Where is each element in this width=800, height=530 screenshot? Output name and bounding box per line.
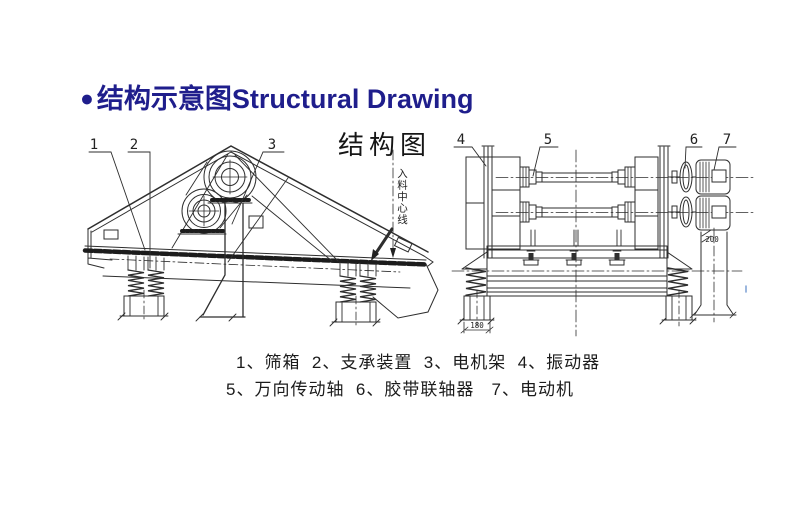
vibrator-assembly <box>465 145 521 259</box>
callout-2: 2 <box>130 137 138 153</box>
callout-1: 1 <box>90 137 98 153</box>
motor-frame-column <box>195 202 264 322</box>
feed-centerline <box>371 149 396 261</box>
dimension-180-label: 180 <box>470 321 484 330</box>
end-view <box>451 145 755 337</box>
dimension-180 <box>460 321 494 334</box>
screen-side-wall <box>634 145 671 259</box>
page-title-en: Structural Drawing <box>231 84 474 114</box>
drive-pulleys <box>177 150 257 235</box>
dimension-200-label: 200 <box>705 235 719 244</box>
spring-support-end-right <box>659 267 697 327</box>
spring-support-end-left <box>457 267 495 327</box>
callout-7: 7 <box>723 132 731 148</box>
callout-5: 5 <box>544 132 552 148</box>
universal-drive-shafts <box>495 166 755 223</box>
callout-3: 3 <box>268 137 276 153</box>
electric-motors <box>695 159 731 231</box>
side-view <box>82 145 439 329</box>
figure-label: 结构图 <box>338 130 432 160</box>
spring-support-left <box>117 255 169 323</box>
callout-leaders <box>88 146 737 269</box>
feed-centerline-label: 入料中心线 <box>396 168 408 226</box>
page-title-cn: 结构示意图 <box>96 84 232 114</box>
legend-line-2: 5、万向传动轴 6、胶带联轴器 7、电动机 <box>226 380 574 399</box>
belt-couplings <box>667 161 697 228</box>
callout-4: 4 <box>457 132 465 148</box>
bullet-icon: ● <box>80 85 94 111</box>
legend-line-1: 1、筛箱 2、支承装置 3、电机架 4、振动器 <box>236 353 601 372</box>
screen-box-end <box>461 229 693 297</box>
spring-support-right <box>329 261 381 329</box>
callout-6: 6 <box>690 132 698 148</box>
motor-pedestal <box>689 227 737 323</box>
